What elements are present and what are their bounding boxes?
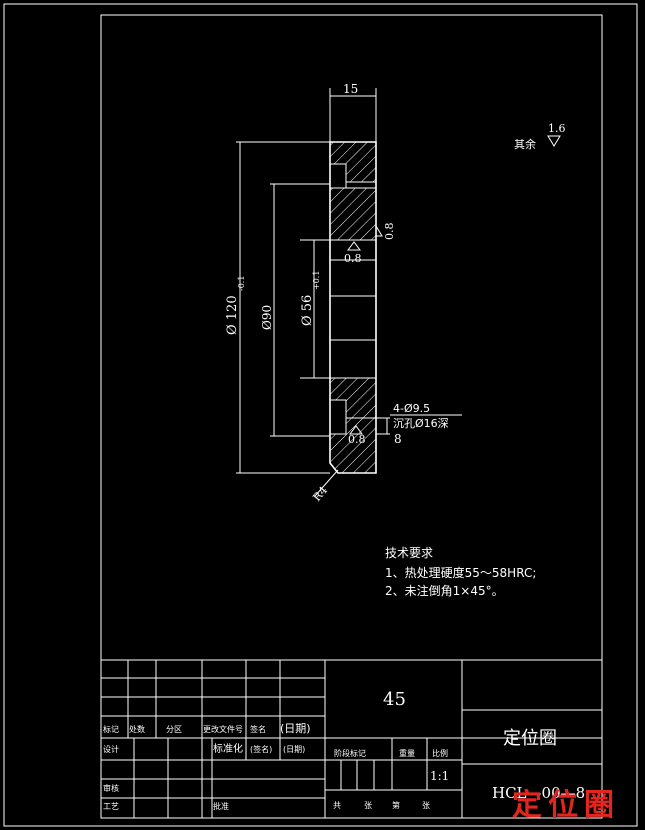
tech-title: 技术要求 — [385, 546, 433, 560]
roughness-bore-lower: 0.8 — [348, 425, 366, 446]
part-name-text: 定位圈 — [503, 728, 557, 749]
tech-line-1: 1、热处理硬度55～58HRC; — [385, 565, 536, 580]
counterbore-depth-text: 8 — [394, 432, 402, 446]
roughness-general: 其余 1.6 — [514, 122, 566, 151]
label-zone: 分区 — [166, 725, 182, 734]
label-change-doc: 更改文件号 — [203, 724, 243, 734]
label-date: (日期) — [280, 722, 311, 735]
roughness-general-value: 1.6 — [548, 122, 566, 135]
hole-callout: 4-Ø9.5 沉孔Ø16深 8 — [376, 402, 462, 446]
roughness-bore-upper: 0.8 — [344, 241, 362, 265]
material-text: 45 — [383, 689, 406, 710]
dim-width-text: 15 — [343, 82, 358, 96]
hole-count-text: 4-Ø9.5 — [393, 402, 430, 415]
label-weight: 重量 — [399, 748, 415, 758]
dim-outer-dia: Ø 120 -0.1 — [225, 141, 330, 474]
roughness-triangle-icon — [349, 425, 363, 435]
tech-line-2: 2、未注倒角1×45°。 — [385, 583, 504, 598]
label-sign2: (签名) — [250, 744, 272, 754]
dim-width: 15 — [329, 82, 377, 142]
tech-requirements: 技术要求 1、热处理硬度55～58HRC; 2、未注倒角1×45°。 — [385, 546, 536, 598]
title-block-labels: 标记 处数 分区 更改文件号 签名 (日期) 设计 标准化 (签名) (日期) … — [103, 722, 448, 811]
label-signature: 签名 — [250, 724, 266, 734]
label-count: 处数 — [129, 724, 145, 734]
roughness-face: 0.8 — [375, 223, 396, 241]
counterbore-text: 沉孔Ø16深 — [393, 417, 449, 430]
label-design: 设计 — [103, 744, 119, 754]
title-block — [100, 659, 603, 819]
dim-inner-dia: Ø 56 +0.1 — [300, 239, 330, 379]
label-total: 共 — [333, 801, 341, 810]
drawing-number-text: HCL—00—8 — [492, 784, 585, 802]
roughness-general-label: 其余 — [514, 137, 536, 151]
dim-outer-dia-tol: -0.1 — [237, 276, 246, 291]
label-process: 工艺 — [103, 802, 119, 811]
watermark-logo: 定位圈 — [512, 788, 620, 823]
label-mark: 标记 — [103, 724, 119, 734]
label-review: 审核 — [103, 783, 119, 793]
roughness-face-value: 0.8 — [383, 223, 396, 241]
dim-inner-dia-text: Ø 56 — [300, 295, 315, 326]
roughness-bore-lower-value: 0.8 — [348, 433, 366, 446]
label-approve: 批准 — [213, 801, 229, 811]
dim-inner-dia-tol: +0.1 — [312, 271, 321, 290]
roughness-bore-upper-value: 0.8 — [344, 252, 362, 265]
dim-radius: R4 — [310, 469, 339, 504]
outer-frame — [3, 3, 638, 827]
part-section-view — [329, 141, 377, 474]
label-date2: (日期) — [283, 745, 305, 754]
label-ratio: 比例 — [432, 748, 448, 758]
label-sheet: 张 — [422, 801, 430, 810]
dim-bolt-circle: Ø90 — [260, 183, 330, 437]
roughness-triangle-icon — [547, 135, 561, 147]
dim-bolt-circle-text: Ø90 — [260, 305, 274, 330]
dim-outer-dia-text: Ø 120 — [225, 295, 240, 335]
label-sheets: 张 — [364, 801, 372, 810]
scale-text: 1:1 — [430, 769, 449, 783]
label-page: 第 — [392, 800, 400, 810]
label-stage-mark: 阶段标记 — [334, 748, 366, 758]
dim-radius-text: R4 — [310, 484, 330, 504]
roughness-triangle-icon — [347, 241, 361, 251]
label-standardize: 标准化 — [213, 742, 243, 755]
